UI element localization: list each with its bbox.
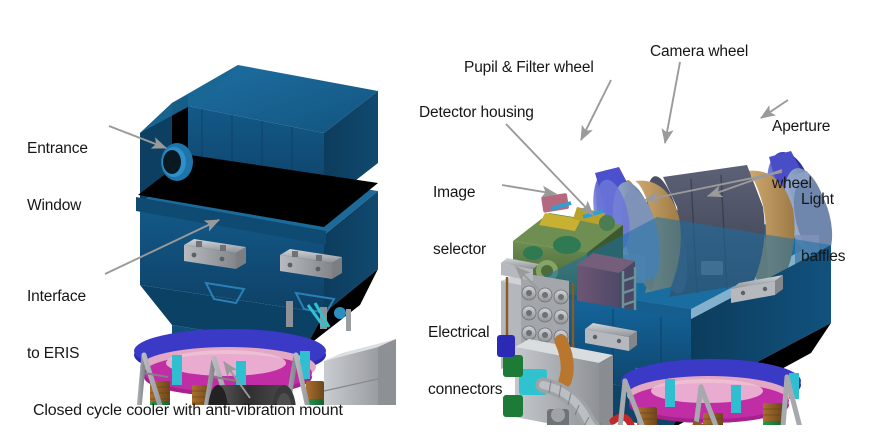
label-camera-wheel: Camera wheel: [650, 43, 749, 60]
service-hardware: [497, 334, 635, 425]
label-closed-cycle-cooler: Closed cycle cooler with anti-vibration …: [33, 402, 343, 419]
label-electrical-connectors-line1: Electrical: [428, 324, 490, 341]
label-entrance-window-line2: Window: [27, 197, 82, 214]
eris-interface-pad-r1: [585, 323, 637, 351]
label-aperture-wheel-line2: wheel: [772, 175, 812, 192]
label-image-selector: Image selector: [433, 145, 486, 297]
compressor-box: [323, 339, 396, 405]
eris-interface-pad-right: [280, 249, 342, 279]
connector-cluster: [521, 285, 569, 345]
support-struts-right: [617, 374, 802, 425]
label-aperture-wheel: Aperture wheel: [772, 79, 830, 231]
label-electrical-connectors: Electrical connectors: [428, 285, 502, 437]
label-pupil-filter-wheel: Pupil & Filter wheel: [464, 59, 594, 76]
label-interface-to-eris-line1: Interface: [27, 288, 86, 305]
eris-interface-pad-r2: [731, 275, 783, 303]
label-electrical-connectors-line2: connectors: [428, 381, 503, 398]
label-interface-to-eris: Interface to ERIS: [27, 249, 86, 401]
entrance-window-port: [161, 143, 193, 181]
label-light-baffles-line2: baffles: [801, 248, 846, 265]
label-entrance-window-line1: Entrance: [27, 140, 88, 157]
label-aperture-wheel-line1: Aperture: [772, 118, 831, 135]
label-light-baffles-line1: Light: [801, 191, 834, 208]
left-view-drawing: [134, 65, 396, 405]
label-image-selector-line2: selector: [433, 241, 487, 258]
label-image-selector-line1: Image: [433, 184, 476, 201]
label-entrance-window: Entrance Window: [27, 101, 88, 253]
label-light-baffles: Light baffles: [801, 152, 845, 304]
cryo-plumbing: [286, 301, 351, 331]
label-detector-housing: Detector housing: [419, 104, 534, 121]
fill-line: [692, 420, 707, 425]
label-interface-to-eris-line2: to ERIS: [27, 345, 80, 362]
